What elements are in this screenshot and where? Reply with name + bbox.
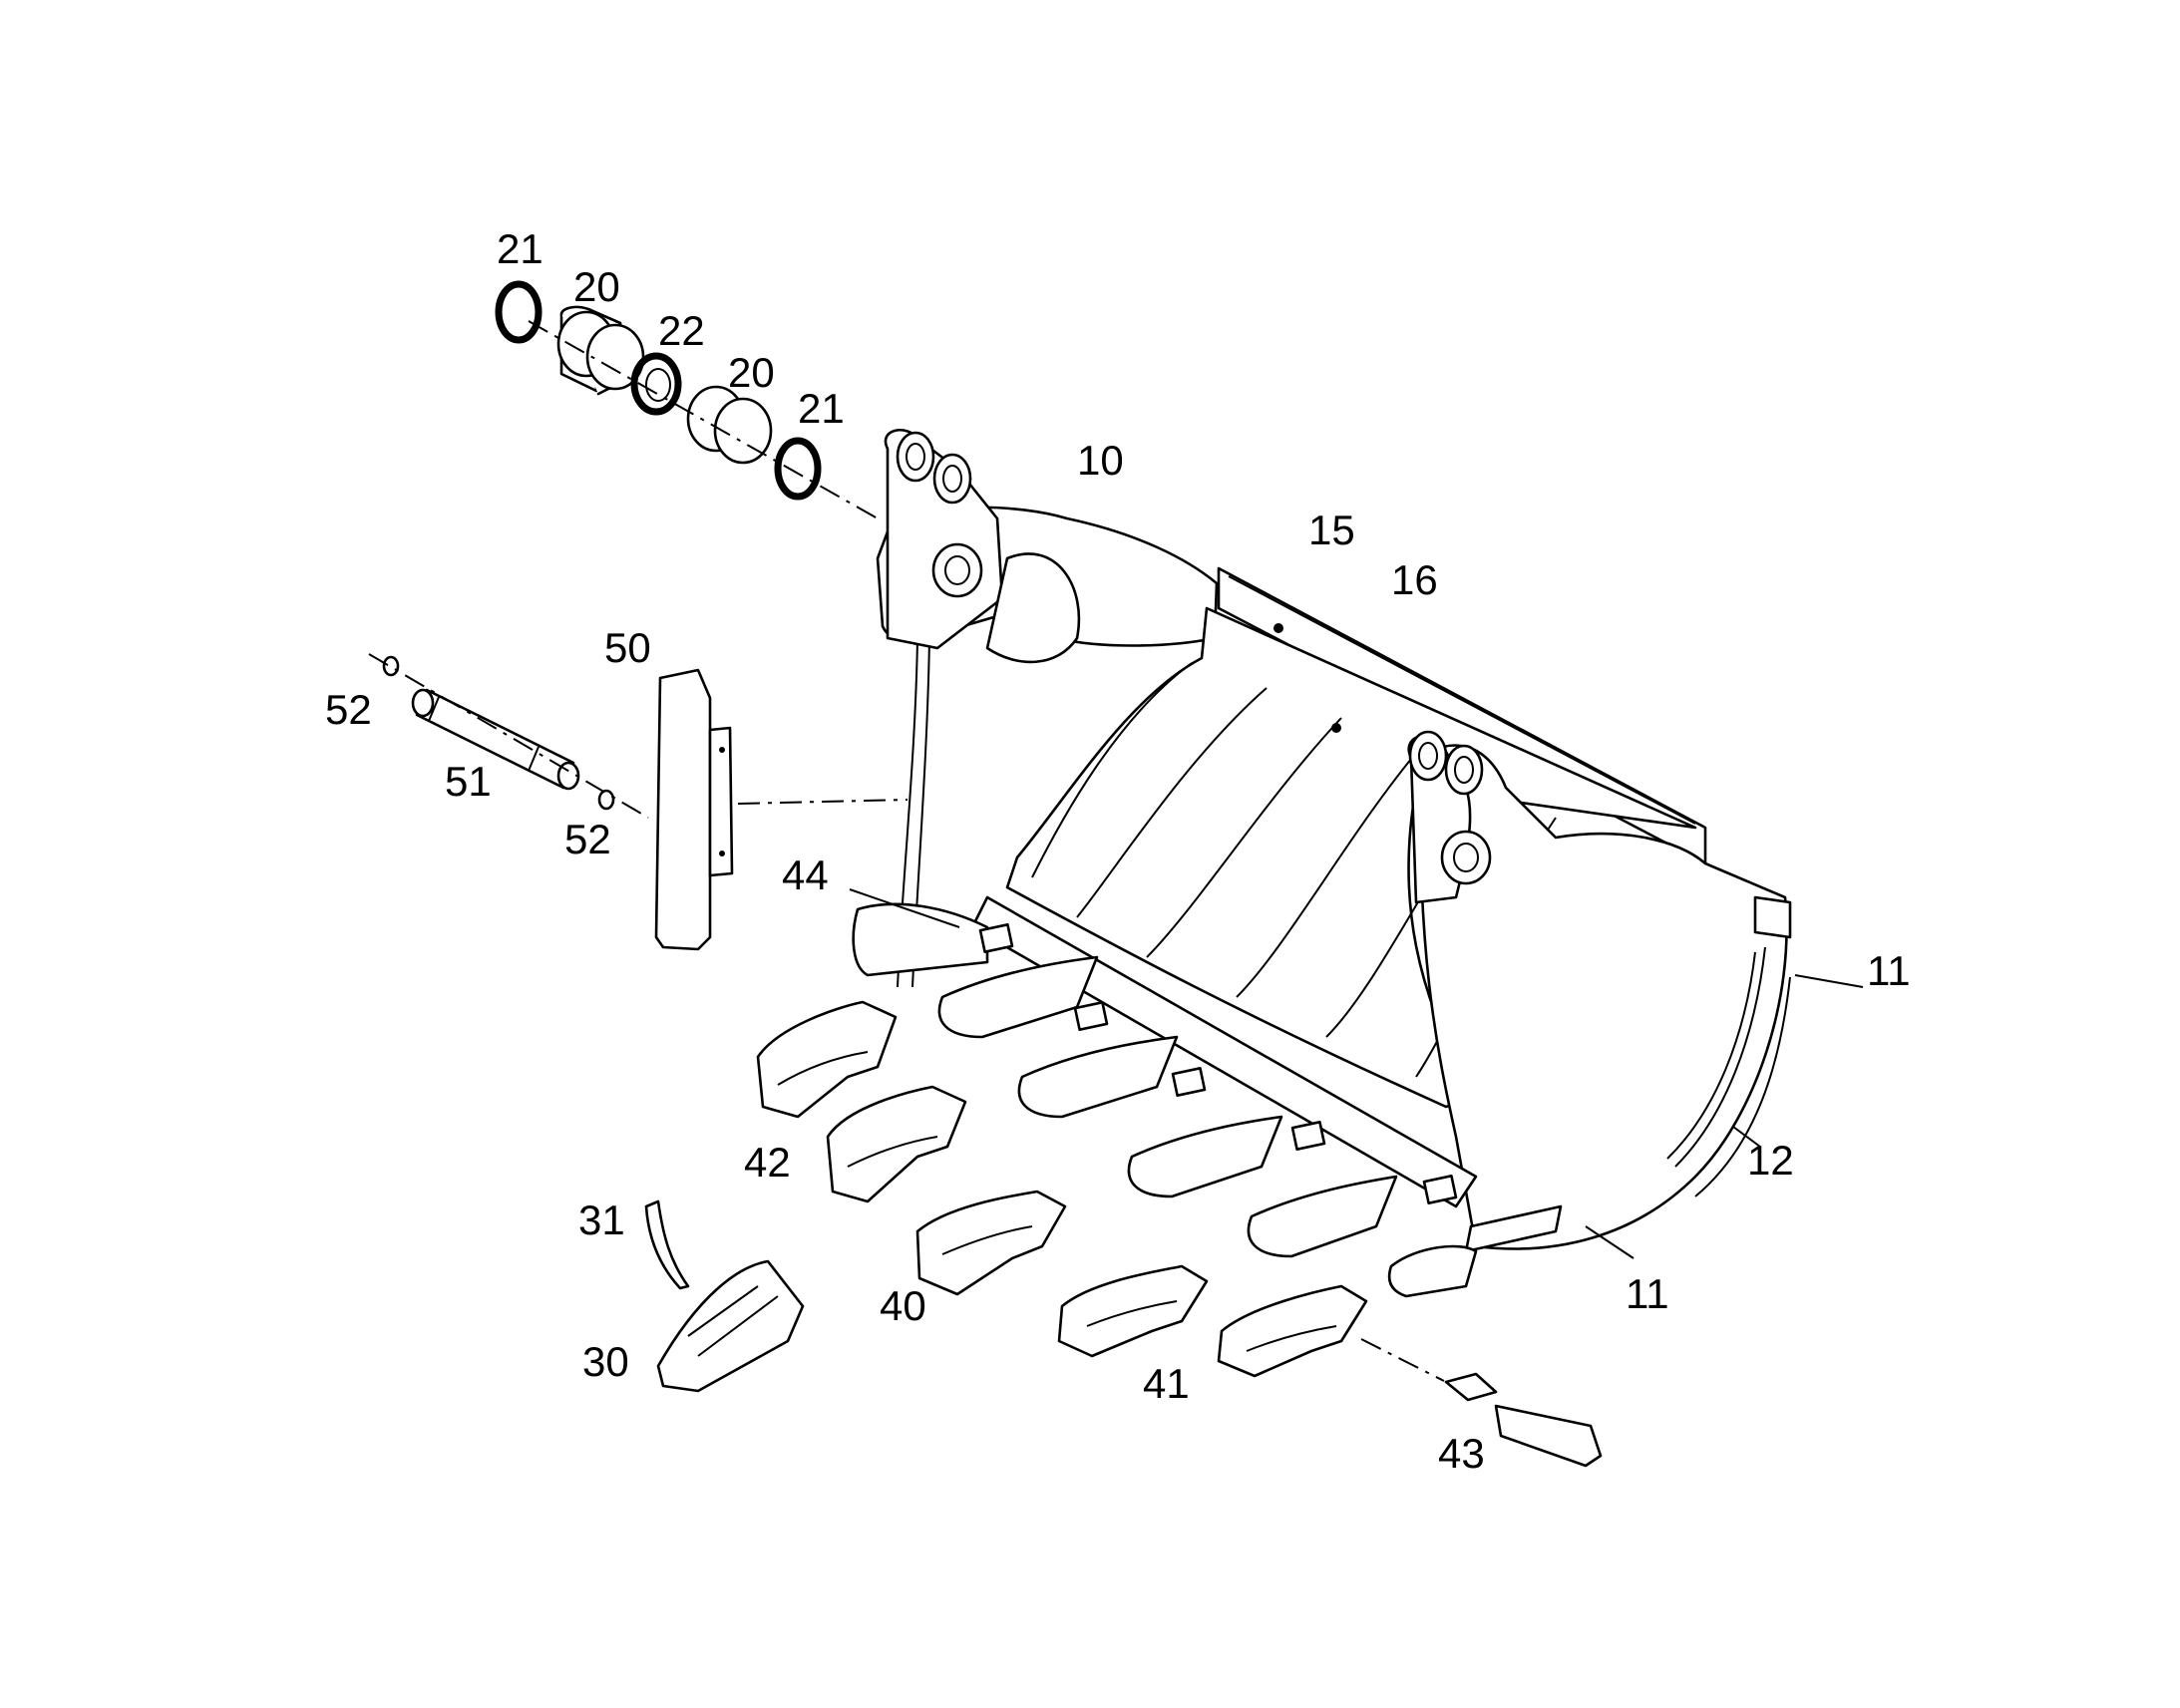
label-16: 16 — [1391, 556, 1438, 603]
label-12: 12 — [1747, 1137, 1794, 1184]
label-31: 31 — [578, 1196, 625, 1243]
leader-44 — [849, 888, 960, 928]
seal-22 — [630, 352, 682, 416]
tooth-tip-42-a — [756, 1000, 898, 1119]
label-21-left: 21 — [497, 225, 544, 272]
leader-11-top — [1794, 974, 1864, 988]
label-30: 30 — [582, 1338, 629, 1385]
tooth-point-30 — [656, 1259, 805, 1393]
leader-11-bottom — [1585, 1225, 1635, 1259]
tooth-tip-40 — [915, 1190, 1067, 1296]
label-20-right: 20 — [728, 349, 775, 396]
tooth-tip-42-b — [826, 1085, 967, 1203]
label-41: 41 — [1143, 1360, 1190, 1407]
wear-parts-43 — [1444, 1372, 1603, 1468]
label-11-top: 11 — [1867, 947, 1911, 994]
shim-31 — [644, 1199, 690, 1290]
ring-52-top — [382, 655, 400, 677]
label-50: 50 — [604, 624, 651, 671]
label-21-right: 21 — [798, 385, 845, 432]
label-11-bottom: 11 — [1626, 1270, 1669, 1317]
leader-12 — [1732, 1126, 1761, 1148]
label-51: 51 — [445, 758, 492, 805]
pin-axis-line — [528, 320, 879, 519]
bucket-body — [852, 429, 1792, 1298]
side-cutter-50 — [654, 668, 734, 951]
retaining-pin-51 — [411, 688, 580, 791]
label-40: 40 — [880, 1282, 926, 1329]
wear-parts-axis-line — [1360, 1338, 1445, 1382]
label-52-bottom: 52 — [564, 816, 611, 862]
label-20-left: 20 — [573, 263, 620, 310]
side-cutter-axis-line — [737, 799, 908, 805]
label-43: 43 — [1438, 1430, 1485, 1477]
tooth-tip-41-a — [1057, 1264, 1209, 1358]
label-10: 10 — [1077, 437, 1124, 484]
bushing-20-left — [556, 305, 645, 396]
bracket-12 — [1694, 976, 1791, 1197]
label-52-top: 52 — [325, 686, 372, 733]
label-42: 42 — [744, 1139, 791, 1186]
label-22: 22 — [658, 307, 705, 354]
label-15: 15 — [1308, 507, 1355, 553]
label-44: 44 — [782, 852, 829, 898]
bushing-ring-21-left — [495, 280, 543, 344]
tooth-tip-41-b — [1217, 1284, 1368, 1378]
pin-51-axis-line — [368, 653, 649, 819]
ring-52-bottom — [597, 789, 615, 811]
bushing-ring-21-right — [774, 437, 822, 501]
